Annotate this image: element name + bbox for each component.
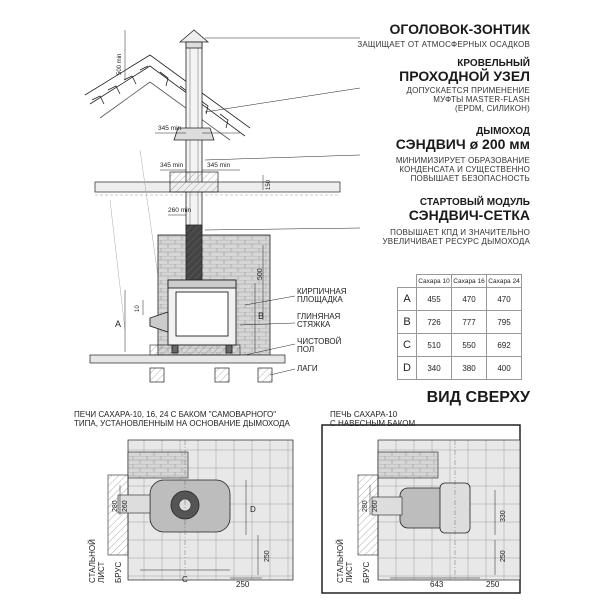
cap-umbrella <box>178 29 210 43</box>
start-desc-1: ПОВЫШАЕТ КПД И ЗНАЧИТЕЛЬНО <box>390 228 530 237</box>
table-cell: 692 <box>486 333 522 357</box>
ceiling <box>94 171 341 196</box>
steel-sheet-label-2: ЛИСТ <box>97 561 106 583</box>
dim-500min: 500 min <box>117 53 123 75</box>
cap-desc: ЗАЩИЩАЕТ ОТ АТМОСФЕРНЫХ ОСАДКОВ <box>357 40 530 49</box>
steel-sheet-right-1: СТАЛЬНОЙ <box>336 539 345 583</box>
dim-345min-a: 345 min <box>158 125 182 132</box>
dim-250-right-h: 250 <box>486 580 500 589</box>
start-desc-2: УВЕЛИЧИВАЕТ РЕСУРС ДЫМОХОДА <box>382 237 530 246</box>
roof-title-1: КРОВЕЛЬНЫЙ <box>457 58 530 69</box>
dim-250-left-v: 250 <box>264 550 271 562</box>
dim-280-right: 280 <box>362 500 369 512</box>
chimney-title-1: ДЫМОХОД <box>476 126 530 137</box>
table-header-row: Сахара 10 Сахара 16 Сахара 24 <box>398 274 522 288</box>
top-view-title: ВИД СВЕРХУ <box>426 389 530 406</box>
chimney-title-2: СЭНДВИЧ ø 200 мм <box>395 136 530 152</box>
row-label: D <box>397 356 417 380</box>
dim-345min-c: 345 min <box>207 162 231 169</box>
beam-right-label: БРУС <box>362 561 371 583</box>
dim-D: D <box>250 505 256 514</box>
dim-250-right-v: 250 <box>500 550 507 562</box>
table-cell: 777 <box>451 310 487 334</box>
table-col-2: Сахара 24 <box>486 274 522 288</box>
chimney-desc-1: МИНИМИЗИРУЕТ ОБРАЗОВАНИЕ <box>395 156 530 165</box>
finish-floor-label-1: ЧИСТОВОЙ <box>297 337 342 346</box>
left-caption-1: ПЕЧИ САХАРА-10, 16, 24 С БАКОМ "САМОВАРН… <box>74 410 277 419</box>
table-cell: 726 <box>416 310 452 334</box>
finish-floor-label-2: ПОЛ <box>297 345 315 354</box>
table-row: C 510 550 692 <box>397 333 522 357</box>
right-caption-1: ПЕЧЬ САХАРА-10 <box>330 410 398 419</box>
clay-screed-label-2: СТЯЖКА <box>297 320 331 329</box>
table-cell: 400 <box>486 356 522 380</box>
table-row: B 726 777 795 <box>397 310 522 334</box>
beam-label: БРУС <box>114 561 123 583</box>
chimney-desc-3: ПОВЫШАЕТ БЕЗОПАСНОСТЬ <box>410 174 530 183</box>
dim-260-left: 260 <box>122 500 129 512</box>
dim-150: 150 <box>266 179 272 190</box>
stove <box>149 279 237 354</box>
dim-A: A <box>115 319 122 329</box>
steel-sheet-right-2: ЛИСТ <box>345 561 354 583</box>
table-cell: 340 <box>416 356 452 380</box>
table-cell: 550 <box>451 333 487 357</box>
row-label: C <box>397 333 417 357</box>
dim-260min: 260 min <box>168 207 192 214</box>
roof-desc-2: МУФТЫ MASTER-FLASH <box>433 95 530 104</box>
start-title-1: СТАРТОВЫЙ МОДУЛЬ <box>419 197 530 208</box>
dim-330: 330 <box>500 510 507 522</box>
row-label: A <box>397 287 417 311</box>
left-caption-2: ТИПА, УСТАНОВЛЕННЫМ НА ОСНОВАНИЕ ДЫМОХОД… <box>74 419 290 428</box>
table-col-1: Сахара 16 <box>451 274 487 288</box>
spec-table: Сахара 10 Сахара 16 Сахара 24 A 455 470 … <box>397 274 522 380</box>
side-view <box>84 29 361 383</box>
roof-title-2: ПРОХОДНОЙ УЗЕЛ <box>399 68 530 84</box>
roof-passage-node <box>173 127 215 141</box>
table-row: D 340 380 400 <box>397 356 522 380</box>
start-title-2: СЭНДВИЧ-СЕТКА <box>408 207 530 223</box>
row-label: B <box>397 310 417 334</box>
clay-screed-label-1: ГЛИНЯНАЯ <box>297 312 341 321</box>
roof-desc-3: (EPDM, СИЛИКОН) <box>455 104 530 113</box>
chimney-desc-2: КОНДЕНСАТА И СУЩЕСТВЕННО <box>399 165 530 174</box>
table-corner <box>398 275 417 288</box>
right-caption-2: С НАВЕСНЫМ БАКОМ <box>330 419 416 428</box>
brick-platform-label-1: КИРПИЧНАЯ <box>297 287 347 296</box>
table-cell: 795 <box>486 310 522 334</box>
table-cell: 510 <box>416 333 452 357</box>
joists-label: ЛАГИ <box>297 364 318 373</box>
dim-345min-b: 345 min <box>160 162 184 169</box>
dim-260-right: 260 <box>372 500 379 512</box>
top-view-right <box>321 424 521 594</box>
dim-280-left: 280 <box>112 500 119 512</box>
top-view-left <box>107 439 294 581</box>
floor <box>89 344 286 383</box>
table-cell: 470 <box>486 287 522 311</box>
dim-B: B <box>258 311 265 321</box>
table-cell: 470 <box>451 287 487 311</box>
table-col-0: Сахара 10 <box>416 274 452 288</box>
dim-10: 10 <box>135 305 141 312</box>
table-cell: 455 <box>416 287 452 311</box>
dim-643: 643 <box>430 580 444 589</box>
cap-title: ОГОЛОВОК-ЗОНТИК <box>389 21 531 37</box>
table-row: A 455 470 470 <box>397 287 522 311</box>
dim-C: C <box>182 575 188 584</box>
table-cell: 380 <box>451 356 487 380</box>
brick-platform-label-2: ПЛОЩАДКА <box>297 295 343 304</box>
roof-desc-1: ДОПУСКАЕТСЯ ПРИМЕНЕНИЕ <box>406 86 530 95</box>
dim-250-left-h: 250 <box>236 580 250 589</box>
steel-sheet-label-1: СТАЛЬНОЙ <box>88 539 97 583</box>
dim-500: 500 <box>257 268 264 280</box>
